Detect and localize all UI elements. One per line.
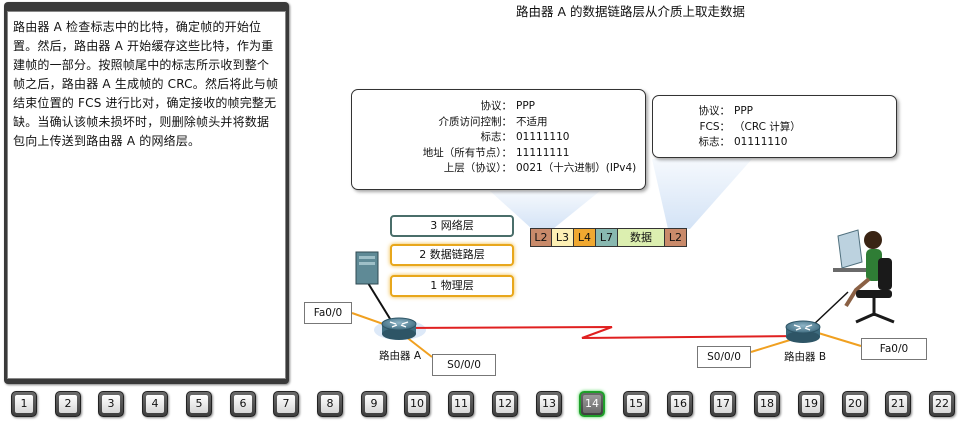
step-button-13[interactable]: 13 [536,391,562,417]
step-button-19[interactable]: 19 [798,391,824,417]
step-button-label: 14 [583,395,601,413]
step-button-label: 21 [889,395,907,413]
step-button-14[interactable]: 14 [579,391,605,417]
callout-row: 介质访问控制：不适用 [438,115,548,128]
callout-row: 标志：01111110 [698,136,788,149]
callout-row: 上层（协议）：0021（十六进制）(IPv4) [443,162,637,175]
frame-segment-data: 数据 [618,229,665,246]
diagram-title: 路由器 A 的数据链路层从介质上取走数据 [516,4,745,19]
step-button-label: 6 [234,395,252,413]
serial-link [397,326,801,339]
step-button-label: 22 [933,395,951,413]
trailer-beam [652,159,752,229]
step-button-8[interactable]: 8 [317,391,343,417]
step-button-label: 13 [540,395,558,413]
router-b-fa-interface-label: Fa0/0 [861,338,927,360]
router-a-label: 路由器 A [379,350,422,362]
layer-physical: 1 物理层 [390,275,514,297]
callout-row: 标志：01111110 [480,131,570,144]
step-button-10[interactable]: 10 [404,391,430,417]
callout-row: 地址（所有节点）：11111111 [422,146,570,159]
layer-network: 3 网络层 [390,215,514,237]
frame-segment-l7: L7 [596,229,618,246]
step-button-7[interactable]: 7 [273,391,299,417]
step-button-label: 10 [408,395,426,413]
s-b-cable [750,339,791,353]
step-button-label: 4 [146,395,164,413]
step-button-label: 9 [365,395,383,413]
step-button-20[interactable]: 20 [842,391,868,417]
frame-segment-l4: L4 [574,229,596,246]
step-button-22[interactable]: 22 [929,391,955,417]
fa-a-cable [351,312,387,326]
step-button-label: 7 [277,395,295,413]
step-button-16[interactable]: 16 [667,391,693,417]
step-button-15[interactable]: 15 [623,391,649,417]
frame-segment-l2-header: L2 [531,229,552,246]
step-button-label: 3 [102,395,120,413]
step-button-5[interactable]: 5 [186,391,212,417]
step-button-label: 17 [714,395,732,413]
step-button-label: 5 [190,395,208,413]
step-button-label: 20 [846,395,864,413]
server-icon [355,251,379,285]
router-a-icon [381,317,417,340]
frame-trailer-callout: 协议：PPP FCS：（CRC 计算） 标志：01111110 [652,95,897,158]
step-button-label: 15 [627,395,645,413]
router-b-label: 路由器 B [784,351,827,363]
step-button-label: 11 [452,395,470,413]
frame-segment-l2-trailer: L2 [665,229,686,246]
step-button-1[interactable]: 1 [11,391,37,417]
step-button-6[interactable]: 6 [230,391,256,417]
step-button-9[interactable]: 9 [361,391,387,417]
step-button-11[interactable]: 11 [448,391,474,417]
step-button-label: 16 [671,395,689,413]
server-cable [367,282,393,323]
fa-b-cable [814,331,862,347]
step-button-label: 2 [59,395,77,413]
s-a-cable [404,335,433,358]
router-b-icon [785,320,821,343]
step-button-label: 19 [802,395,820,413]
router-a-fa-interface-label: Fa0/0 [304,302,352,324]
step-button-label: 8 [321,395,339,413]
step-button-label: 18 [758,395,776,413]
layer-data-link: 2 数据链路层 [390,244,514,266]
data-frame: L2 L3 L4 L7 数据 L2 [530,228,687,247]
router-a-serial-interface-label: S0/0/0 [432,354,496,376]
step-button-4[interactable]: 4 [142,391,168,417]
step-button-21[interactable]: 21 [885,391,911,417]
pc-cable [811,291,849,327]
router-b-serial-interface-label: S0/0/0 [697,346,751,368]
callout-row: FCS：（CRC 计算） [699,120,801,133]
step-button-3[interactable]: 3 [98,391,124,417]
frame-header-callout: 协议：PPP 介质访问控制：不适用 标志：01111110 地址（所有节点）：1… [351,89,646,190]
step-button-18[interactable]: 18 [754,391,780,417]
step-button-12[interactable]: 12 [492,391,518,417]
explanation-text: 路由器 A 检查标志中的比特，确定帧的开始位置。然后，路由器 A 开始缓存这些比… [7,11,286,379]
callout-row: 协议：PPP [480,100,536,112]
text-panel: 路由器 A 检查标志中的比特，确定帧的开始位置。然后，路由器 A 开始缓存这些比… [4,2,289,384]
callout-row: 协议：PPP [698,105,754,117]
step-button-2[interactable]: 2 [55,391,81,417]
frame-segment-l3: L3 [552,229,574,246]
step-button-17[interactable]: 17 [710,391,736,417]
step-button-label: 1 [15,395,33,413]
step-button-label: 12 [496,395,514,413]
header-beam [490,191,600,229]
user-icon [833,229,895,324]
